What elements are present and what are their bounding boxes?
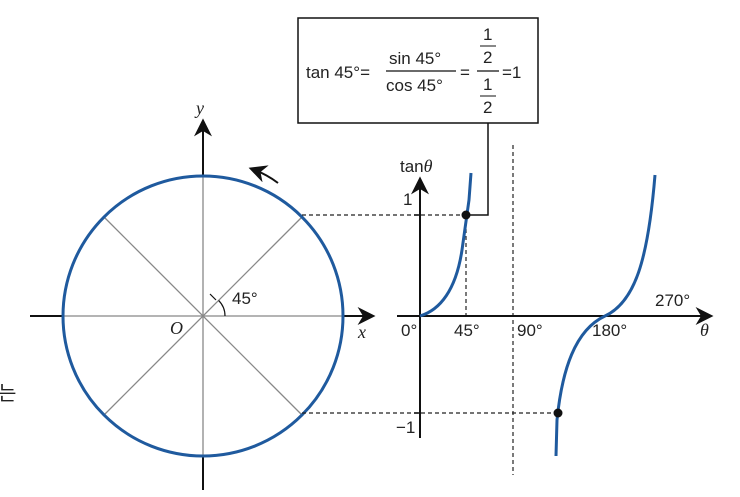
formula-box: tan 45°= sin 45° cos 45° = 1 2 1 2 =1 [297, 17, 539, 124]
formula-denominator: cos 45° [386, 76, 443, 95]
angle-arc [218, 299, 226, 317]
x-tick-270: 270° [655, 291, 690, 310]
tan-branch-2 [554, 174, 657, 457]
x-tick-45: 45° [454, 321, 480, 340]
graph-y-label-prefix: tan [400, 157, 424, 176]
point-neg1 [553, 408, 563, 418]
y-tick-1: 1 [403, 190, 412, 209]
angle-tick [209, 293, 217, 301]
half-num-top: 1 [483, 25, 492, 44]
graph-y-label: tanθ [400, 156, 433, 176]
formula-numerator: sin 45° [389, 49, 441, 68]
formula-lhs: tan 45°= [306, 63, 370, 82]
unit-circle [61, 174, 345, 458]
y-tick-neg1: −1 [396, 418, 415, 437]
formula-result: =1 [502, 63, 521, 82]
rotation-arrow-icon [248, 165, 279, 184]
formula-eq: = [460, 63, 470, 82]
x-axis-label: x [357, 322, 366, 342]
half-den-top: 2 [483, 48, 492, 67]
graph-y-label-var: θ [424, 156, 433, 176]
graph-x-label: θ [700, 320, 709, 340]
half-num-bottom: 1 [483, 75, 492, 94]
x-tick-0: 0° [401, 321, 417, 340]
half-den-bottom: 2 [483, 98, 492, 117]
x-tick-180: 180° [592, 321, 627, 340]
angle-label: 45° [232, 289, 258, 308]
unit-circle-group: 45° y x O [30, 98, 376, 490]
tan-branch-1 [419, 172, 473, 318]
y-axis-label: y [194, 98, 204, 118]
origin-label: O [170, 318, 183, 338]
formula-pointer [466, 123, 489, 216]
tangent-graph: tanθ θ 1 −1 0° 45° 90° 180° 270° [396, 156, 714, 457]
side-text: 는 [0, 383, 16, 405]
x-tick-90: 90° [517, 321, 543, 340]
